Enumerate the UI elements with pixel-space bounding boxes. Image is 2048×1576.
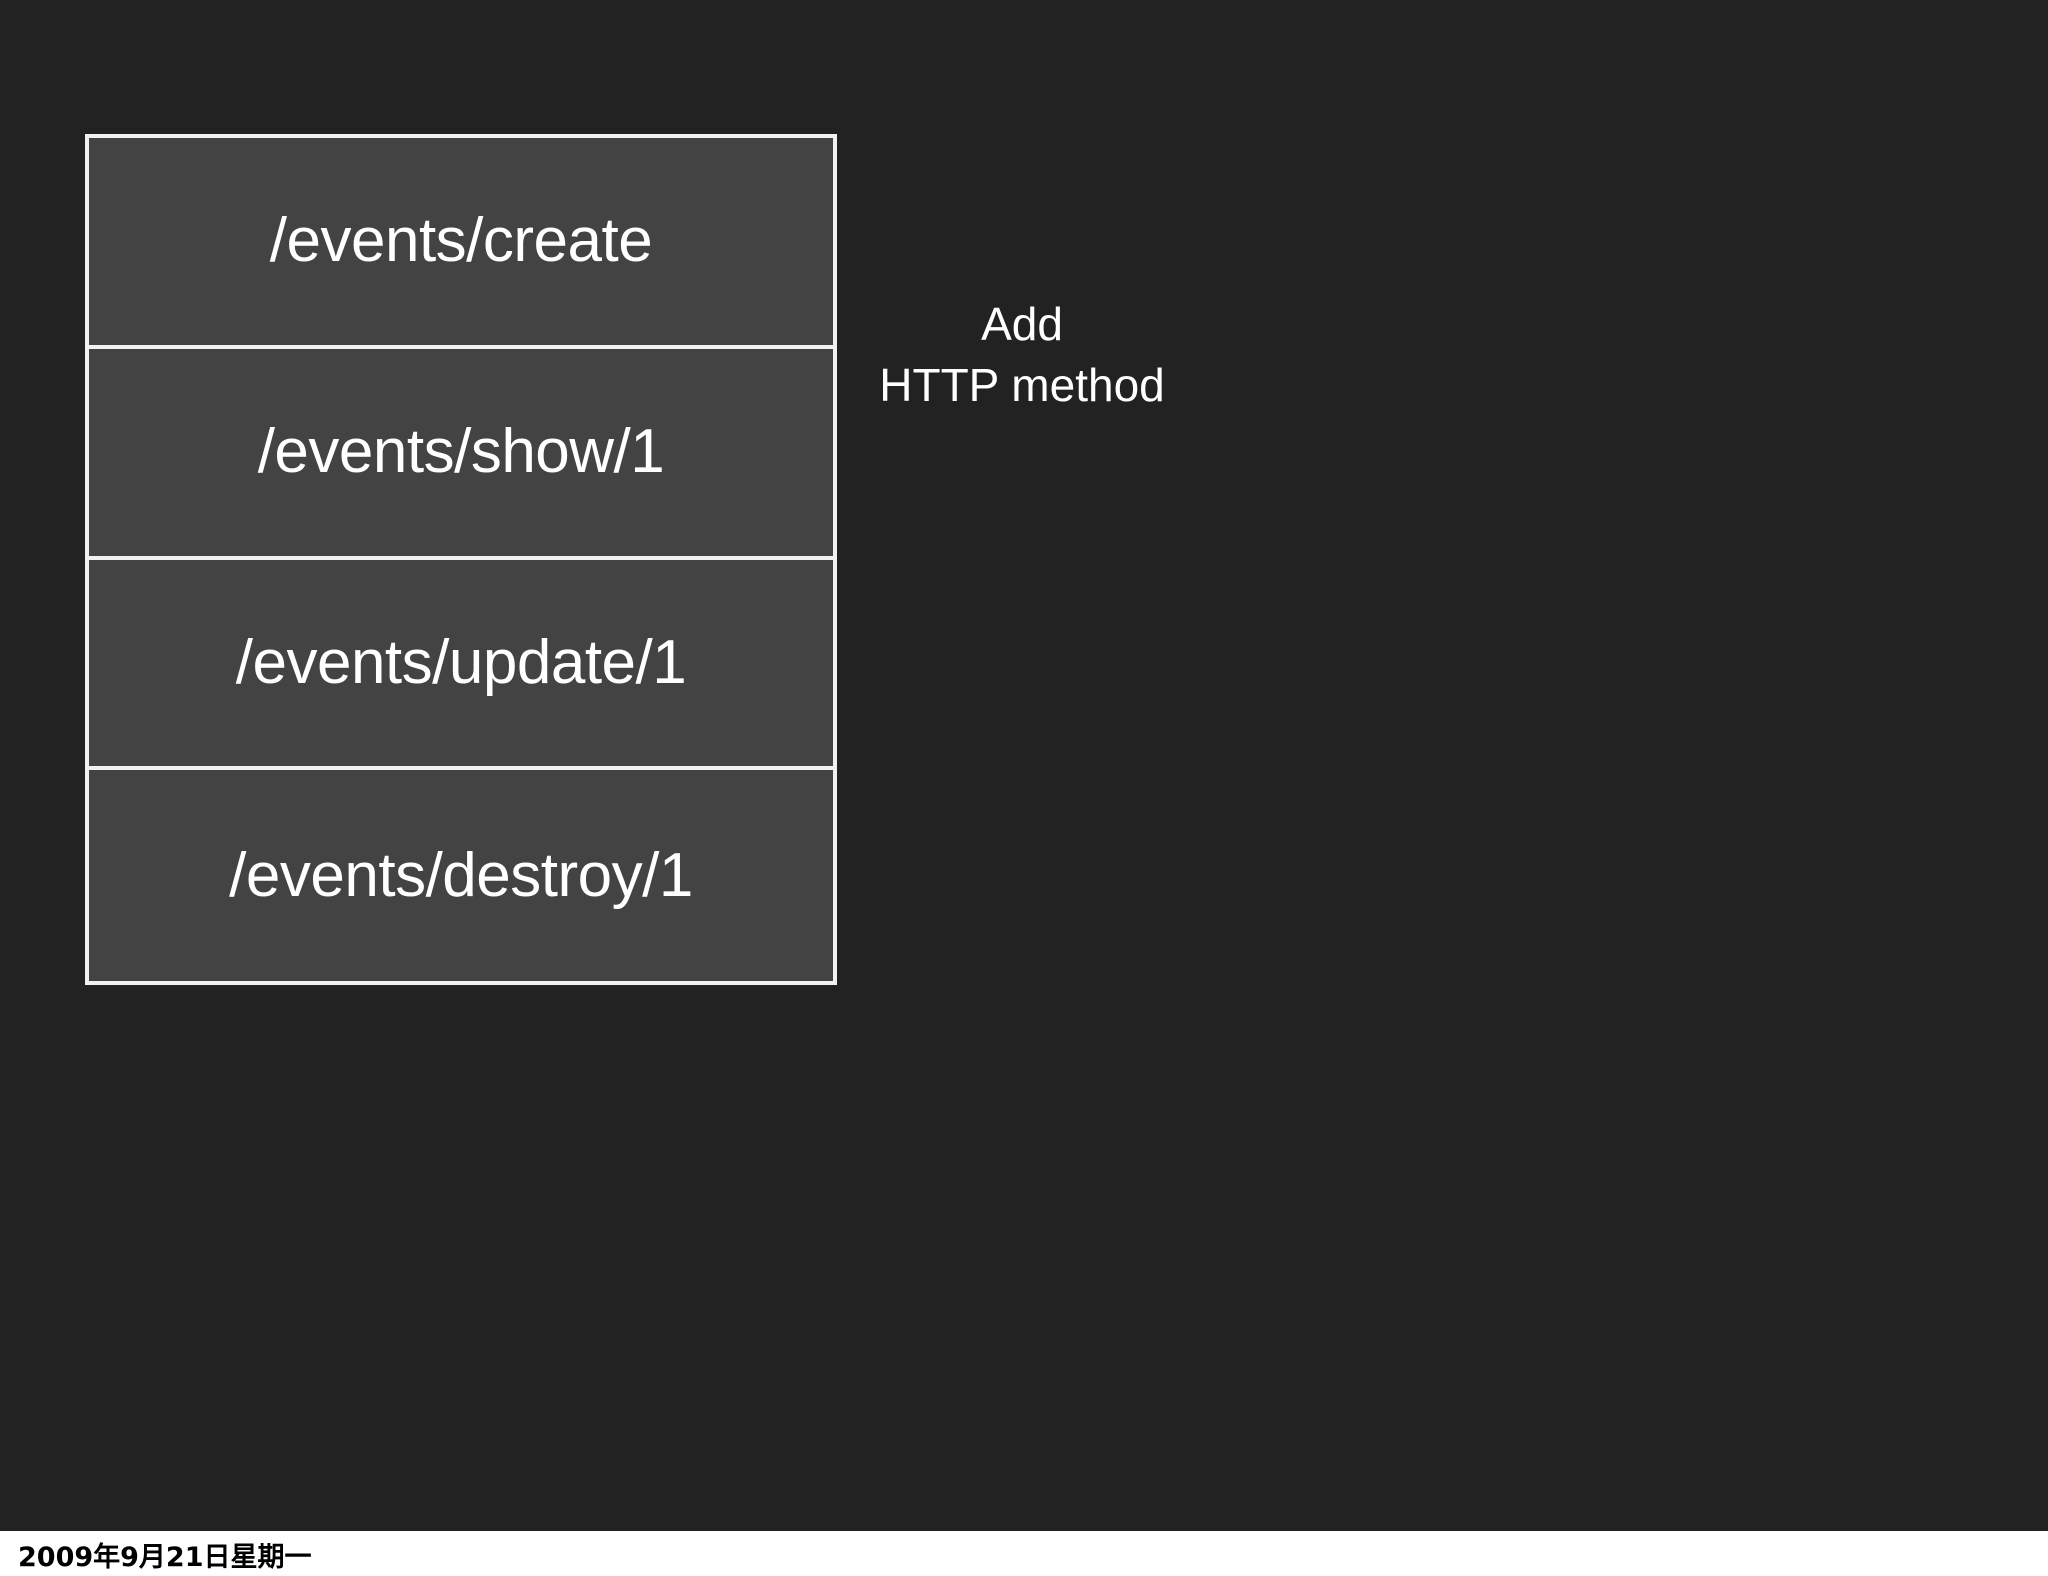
annotation-line-1: Add xyxy=(981,298,1063,350)
route-label: /events/destroy/1 xyxy=(229,840,693,910)
route-box-destroy[interactable]: /events/destroy/1 xyxy=(89,770,833,981)
route-box-show[interactable]: /events/show/1 xyxy=(89,348,833,560)
footer-date: 2009年9月21日星期一 xyxy=(18,1542,312,1573)
route-box-update[interactable]: /events/update/1 xyxy=(89,559,833,771)
route-label: /events/show/1 xyxy=(257,417,665,487)
slide-canvas: /events/create /events/show/1 /events/up… xyxy=(0,0,2048,1531)
annotation-line-2: HTTP method xyxy=(879,359,1165,412)
route-list: /events/create /events/show/1 /events/up… xyxy=(85,134,837,985)
route-label: /events/create xyxy=(269,206,653,276)
route-box-create[interactable]: /events/create xyxy=(89,138,833,349)
annotation-add-http-method: Add HTTP method xyxy=(812,294,1232,416)
footer-strip: 2009年9月21日星期一 xyxy=(0,1531,2048,1576)
route-label: /events/update/1 xyxy=(235,627,687,697)
